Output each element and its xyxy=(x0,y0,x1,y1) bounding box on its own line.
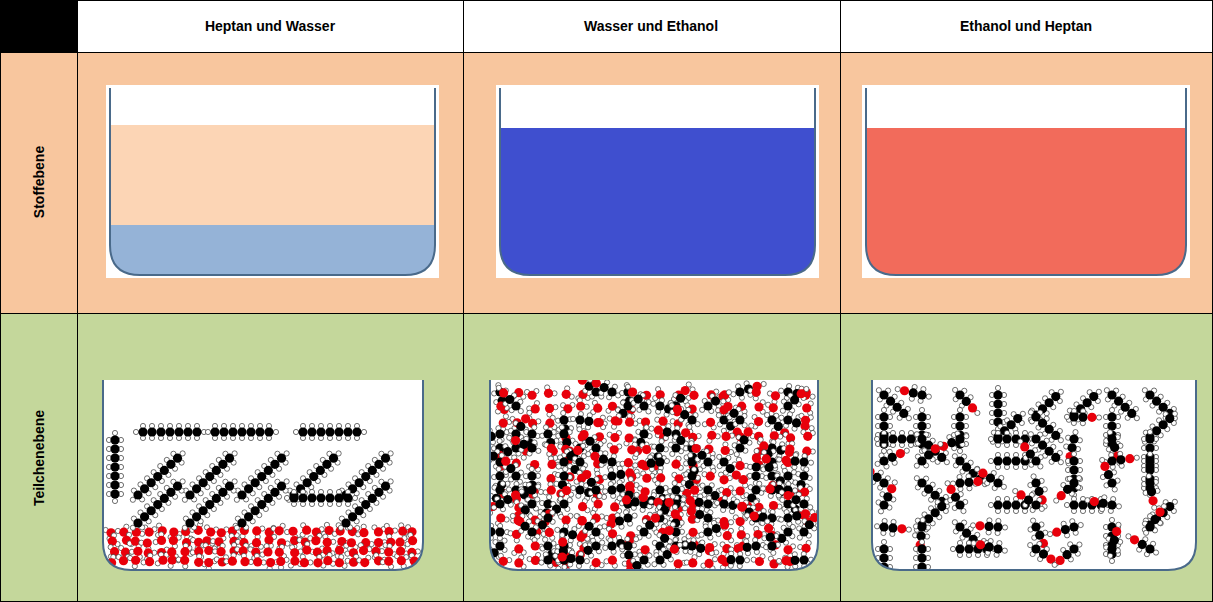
particles xyxy=(472,373,821,578)
beaker xyxy=(866,88,1186,275)
column-header: Ethanol und Heptan xyxy=(960,18,1092,34)
column-header: Wasser und Ethanol xyxy=(584,18,718,34)
beaker xyxy=(103,380,423,570)
beaker xyxy=(872,380,1196,570)
image-ground xyxy=(496,85,819,278)
beaker-ground xyxy=(103,380,423,570)
column-header: Heptan und Wasser xyxy=(205,18,335,34)
corner-cell xyxy=(0,0,77,52)
liquid xyxy=(110,125,435,280)
liquid xyxy=(500,128,815,278)
beaker-ground xyxy=(872,380,1196,570)
particle-row xyxy=(0,313,1213,602)
beaker-ground xyxy=(490,380,818,570)
image-ground xyxy=(862,85,1190,278)
row-label: Teilchenebene xyxy=(31,410,47,506)
beaker xyxy=(490,380,818,570)
particles xyxy=(103,423,423,571)
row-label: Stoffebene xyxy=(31,146,47,218)
liquid xyxy=(866,128,1186,278)
beaker xyxy=(110,88,435,275)
substance-row xyxy=(0,52,1213,313)
particles xyxy=(862,384,1177,585)
beaker xyxy=(500,88,815,275)
